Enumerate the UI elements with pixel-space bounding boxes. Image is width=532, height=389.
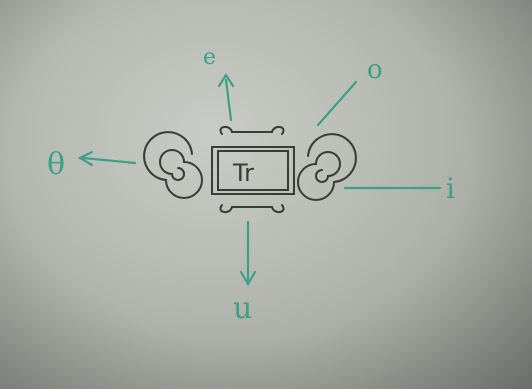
arrow-head-theta [77, 150, 94, 167]
center-box [211, 146, 295, 195]
center-symbol: Tr [232, 159, 254, 187]
right-spiral [297, 133, 357, 201]
line-to-theta [81, 156, 137, 165]
label-theta: θ [47, 147, 65, 182]
line-to-e [224, 78, 233, 122]
label-i: i [446, 172, 455, 205]
label-o: o [367, 55, 383, 85]
bottom-scroll [219, 204, 285, 213]
label-e: e [203, 45, 216, 70]
label-u: u [233, 291, 252, 326]
top-scroll [219, 126, 285, 135]
arrow-head-e [217, 72, 235, 88]
left-spiral [143, 131, 203, 199]
arrow-head-u [239, 270, 257, 287]
line-to-o [316, 80, 358, 127]
